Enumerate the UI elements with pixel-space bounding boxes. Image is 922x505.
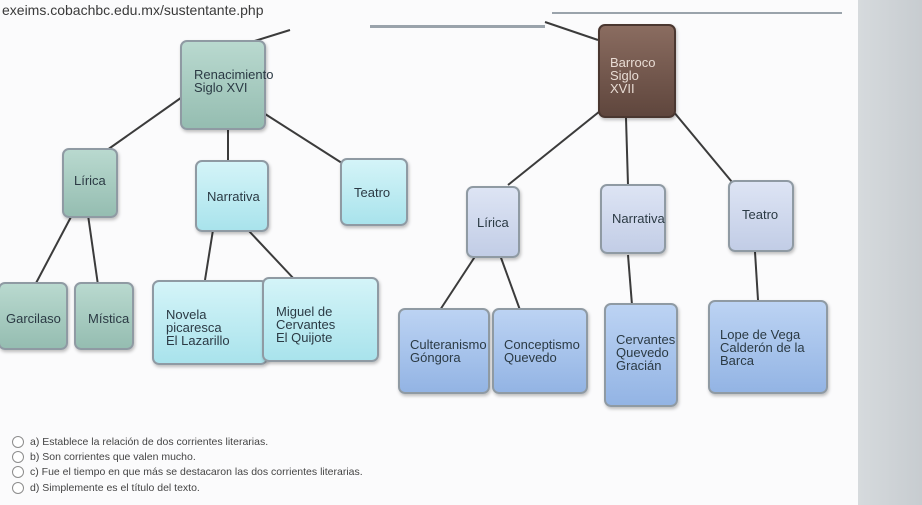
option-c[interactable]: c) Fue el tiempo en que más se destacaro… [12,465,363,480]
renacimiento-node: Renacimiento Siglo XVI [180,40,274,130]
lope-de-vega-node: Lope de Vega Calderón de la Barca [708,300,828,394]
page-url: exeims.cobachbc.edu.mx/sustentante.php [2,2,264,18]
divider-line [552,12,842,14]
option-b[interactable]: b) Son corrientes que valen mucho. [12,449,363,464]
divider-line [370,25,545,28]
novela-picaresca-node: Novela picaresca El Lazarillo [152,280,268,365]
option-label: c) Fue el tiempo en que más se destacaro… [30,466,363,479]
radio-button[interactable] [12,435,24,448]
culteranismo-node: Culteranismo Góngora [398,308,490,394]
conceptismo-node: Conceptismo Quevedo [492,308,588,394]
mistica-node: Mística [74,282,134,350]
option-label: b) Son corrientes que valen mucho. [30,450,196,463]
option-label: a) Establece la relación de dos corrient… [30,435,269,448]
garcilaso-node: Garcilaso [0,282,68,350]
cervantes-quevedo-gracian-node: Cervantes Quevedo Gracián [604,303,678,407]
ren-lirica-node: Lírica [62,148,118,218]
option-label: d) Simplemente es el título del texto. [30,481,200,494]
ren-narrativa-node: Narrativa [195,160,269,232]
bar-teatro-node: Teatro [728,180,794,252]
bar-narrativa-node: Narrativa [600,184,666,254]
option-d[interactable]: d) Simplemente es el título del texto. [12,480,363,495]
screen-edge [858,0,922,505]
ren-teatro-node: Teatro [340,158,408,226]
radio-button[interactable] [12,481,24,494]
barroco-node: Barroco Siglo XVII [598,24,676,118]
option-a[interactable]: a) Establece la relación de dos corrient… [12,434,363,449]
radio-button[interactable] [12,466,24,479]
radio-button[interactable] [12,450,24,463]
page-background [0,0,858,505]
miguel-cervantes-node: Miguel de Cervantes El Quijote [262,277,379,362]
answer-options: a) Establece la relación de dos corrient… [12,434,363,495]
bar-lirica-node: Lírica [466,186,520,258]
